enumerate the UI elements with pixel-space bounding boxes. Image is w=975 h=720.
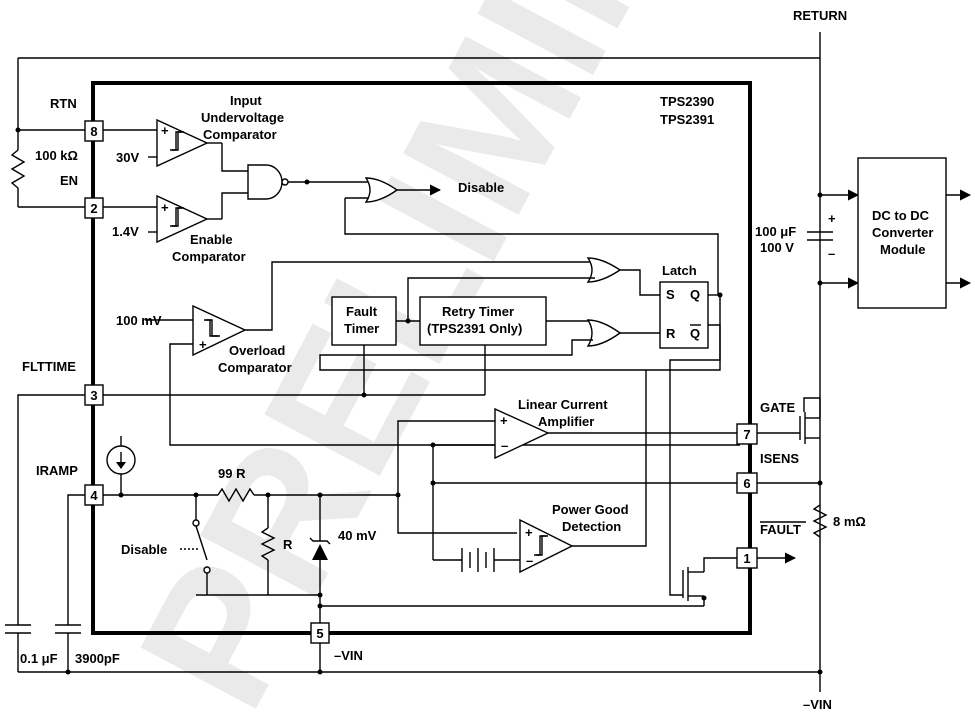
- dc-label-1: DC to DC: [872, 208, 930, 223]
- lca-label-1: Linear Current: [518, 397, 608, 412]
- r99-label: 99 R: [218, 466, 246, 481]
- latch-q-label: Q: [690, 287, 700, 302]
- linear-current-amplifier: + –: [397, 407, 740, 560]
- pg-label-2: Detection: [562, 519, 621, 534]
- fault-timer-label-2: Timer: [344, 321, 379, 336]
- svg-text:+: +: [161, 123, 169, 138]
- input-uv-label-2: Undervoltage: [201, 110, 284, 125]
- pin-2: [84, 197, 104, 219]
- resistor-100k: [10, 127, 85, 208]
- v14-label: 1.4V: [112, 224, 139, 239]
- mv40-label: 40 mV: [338, 528, 377, 543]
- nand-gate: [247, 164, 370, 200]
- disable-output-label: Disable: [458, 180, 504, 195]
- cap-minus: –: [828, 246, 835, 261]
- power-good-comparator: + –: [433, 370, 647, 574]
- pin-5-num: 5: [316, 626, 323, 641]
- return-label: RETURN: [793, 8, 847, 23]
- fault-label: FAULT: [760, 522, 801, 537]
- latch-r-label: R: [666, 326, 676, 341]
- pin-7-num: 7: [743, 427, 750, 442]
- overload-label-1: Overload: [229, 343, 285, 358]
- fault-timer-block: [331, 296, 397, 346]
- r100k-label: 100 kΩ: [35, 148, 78, 163]
- r-label: R: [283, 537, 293, 552]
- ic-outline: [91, 81, 752, 635]
- r8m-label: 8 mΩ: [833, 514, 866, 529]
- v30-label: 30V: [116, 150, 139, 165]
- pin-7: [736, 423, 758, 445]
- svg-text:+: +: [161, 200, 169, 215]
- bulk-capacitor: [807, 189, 860, 289]
- svg-text:–: –: [501, 438, 508, 453]
- sense-resistor: [757, 480, 828, 538]
- latch-s-label: S: [666, 287, 675, 302]
- iramp-wiring: [18, 487, 820, 675]
- neg-vin-rail-label: –VIN: [803, 697, 832, 712]
- cap-plus: +: [828, 211, 836, 226]
- isens-label: ISENS: [760, 451, 799, 466]
- cap-100v-label: 100 V: [760, 240, 794, 255]
- part-number-1: TPS2390: [660, 94, 714, 109]
- undervoltage-comparator: +: [103, 118, 248, 172]
- current-source: [106, 436, 136, 498]
- pg-label-1: Power Good: [552, 502, 629, 517]
- or-gate-latch-s: [407, 257, 660, 321]
- c01u-label: 0.1 μF: [20, 651, 58, 666]
- en-label: EN: [60, 173, 78, 188]
- c3900p-label: 3900pF: [75, 651, 120, 666]
- input-uv-label-1: Input: [230, 93, 262, 108]
- retry-timer-block: [419, 296, 547, 346]
- gate-label: GATE: [760, 400, 795, 415]
- retry-timer-label-2: (TPS2391 Only): [427, 321, 522, 336]
- disable-switch: [180, 495, 211, 595]
- external-mosfet: [757, 397, 821, 444]
- return-rail: [17, 32, 821, 670]
- disable-switch-label: Disable: [121, 542, 167, 557]
- latch-label: Latch: [662, 263, 697, 278]
- fault-mosfet: [320, 324, 740, 607]
- enable-label-1: Enable: [190, 232, 233, 247]
- or-gate-latch-r: [319, 295, 721, 371]
- part-number-2: TPS2391: [660, 112, 714, 127]
- fault-timer-label-1: Fault: [346, 304, 378, 319]
- mv100-label: 100 mV: [116, 313, 162, 328]
- lca-label-2: Amplifier: [538, 414, 594, 429]
- svg-text:–: –: [526, 553, 533, 568]
- iramp-label: IRAMP: [36, 463, 78, 478]
- dc-label-2: Converter: [872, 225, 933, 240]
- pin-2-num: 2: [90, 201, 97, 216]
- enable-label-2: Comparator: [172, 249, 246, 264]
- svg-text:+: +: [199, 337, 207, 352]
- pin-8-num: 8: [90, 124, 97, 139]
- isens-wiring: [397, 480, 740, 534]
- rtn-label: RTN: [50, 96, 77, 111]
- dc-label-3: Module: [880, 242, 926, 257]
- dc-dc-module: [857, 157, 947, 309]
- svg-text:+: +: [525, 525, 533, 540]
- retry-timer-label-1: Retry Timer: [442, 304, 514, 319]
- cap-100u-label: 100 μF: [755, 224, 796, 239]
- pin-3-num: 3: [90, 388, 97, 403]
- pin-6-num: 6: [743, 476, 750, 491]
- or-gate-disable: [344, 177, 719, 295]
- input-uv-label-3: Comparator: [203, 127, 277, 142]
- flttime-label: FLTTIME: [22, 359, 76, 374]
- pin-8: [84, 120, 104, 142]
- enable-comparator: +: [103, 192, 248, 244]
- latch-block: [659, 281, 709, 349]
- svg-text:+: +: [500, 413, 508, 428]
- overload-label-2: Comparator: [218, 360, 292, 375]
- resistor-r: [196, 495, 320, 596]
- flttime-wiring: [5, 345, 486, 672]
- latch-qbar-label: Q: [690, 326, 700, 341]
- neg-vin-pin-label: –VIN: [334, 648, 363, 663]
- pin-1-num: 1: [743, 551, 750, 566]
- pin-4-num: 4: [90, 488, 98, 503]
